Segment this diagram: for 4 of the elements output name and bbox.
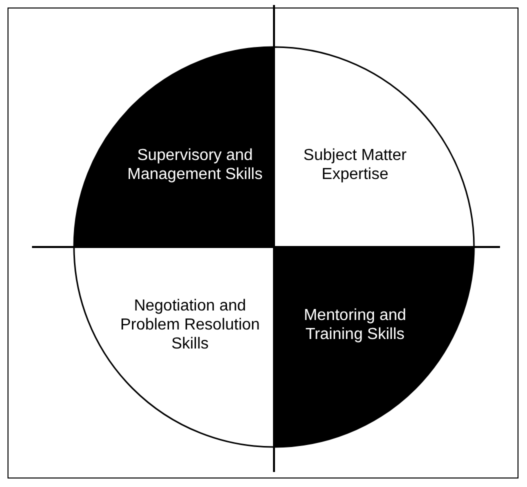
quadrant-label: Negotiation and Problem Resolution Skills [119,296,261,354]
quadrant-label: Supervisory and Management Skills [126,146,264,184]
quadrant-label: Mentoring and Training Skills [302,306,408,344]
quadrant-label: Subject Matter Expertise [302,146,408,184]
